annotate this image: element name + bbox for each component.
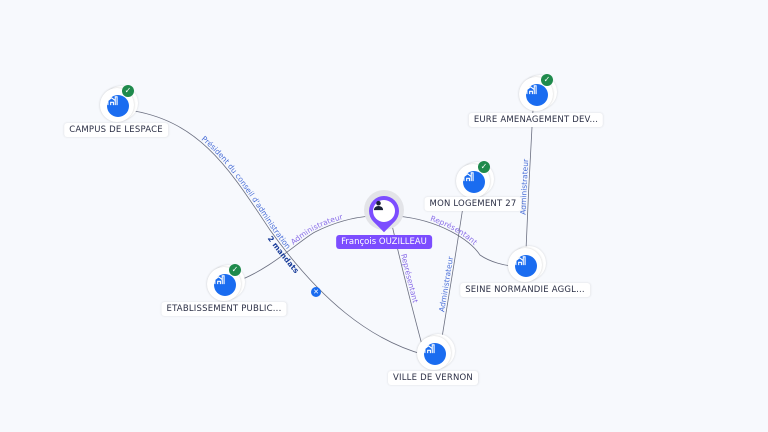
company-label[interactable]: CAMPUS DE LESPACE: [64, 123, 168, 137]
verified-check-icon: ✓: [229, 264, 241, 276]
close-icon[interactable]: ✕: [311, 287, 321, 297]
edge-label: Représentant: [429, 214, 479, 247]
building-icon: [214, 274, 236, 296]
company-node[interactable]: ✓: [519, 74, 557, 111]
edge-label: Président du conseil d'administration: [200, 134, 293, 251]
verified-check-icon: ✓: [478, 161, 490, 173]
company-node[interactable]: ✓: [456, 161, 494, 198]
company-label[interactable]: EURE AMENAGEMENT DEV...: [468, 113, 604, 127]
building-icon: [107, 95, 129, 117]
company-label[interactable]: VILLE DE VERNON: [388, 371, 478, 385]
company-node[interactable]: ✓: [207, 264, 245, 301]
person-icon: [373, 200, 395, 222]
company-label[interactable]: ETABLISSEMENT PUBLIC...: [161, 302, 287, 316]
building-icon: [424, 343, 446, 365]
edge-label: Administrateur: [518, 158, 530, 215]
edge-label: Représentant: [399, 253, 420, 304]
company-node[interactable]: ✓: [100, 85, 138, 122]
building-icon: [526, 84, 548, 106]
building-icon: [463, 171, 485, 193]
company-node[interactable]: [417, 334, 455, 370]
person-label[interactable]: François OUZILLEAU: [336, 235, 432, 249]
company-node[interactable]: [508, 246, 546, 282]
verified-check-icon: ✓: [122, 85, 134, 97]
verified-check-icon: ✓: [541, 74, 553, 86]
company-label[interactable]: SEINE NORMANDIE AGGL...: [460, 283, 590, 297]
edge-label: Administrateur: [437, 255, 455, 313]
company-label[interactable]: MON LOGEMENT 27: [424, 197, 522, 211]
building-icon: [515, 255, 537, 277]
